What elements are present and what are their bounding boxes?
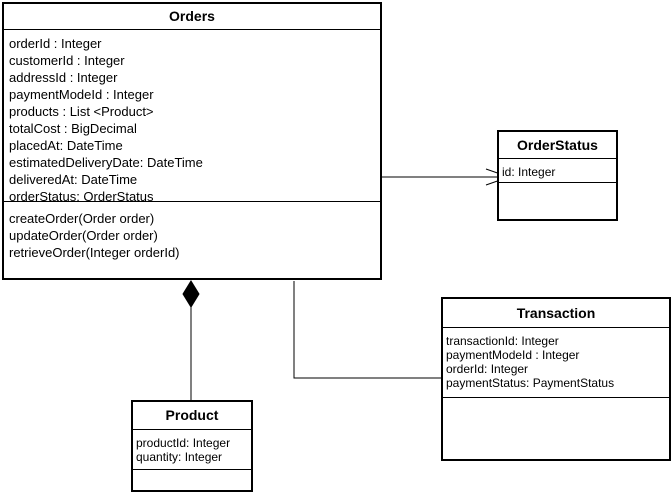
product-class-box[interactable]: Product productId: Integer quantity: Int… <box>131 400 253 492</box>
orders-attribute: customerId : Integer <box>9 53 125 68</box>
orders-operation: createOrder(Order order) <box>9 211 155 226</box>
orders-attribute: orderStatus: OrderStatus <box>9 189 154 204</box>
orders-class-box[interactable]: Orders orderId : Integer customerId : In… <box>2 2 382 280</box>
orderstatus-class-box[interactable]: OrderStatus id: Integer <box>497 130 618 221</box>
product-attributes: productId: Integer quantity: Integer <box>133 430 251 470</box>
transaction-class-box[interactable]: Transaction transactionId: Integer payme… <box>441 297 671 461</box>
orders-operation: retrieveOrder(Integer orderId) <box>9 245 180 260</box>
orders-attribute: placedAt: DateTime <box>9 138 123 153</box>
orders-attribute: estimatedDeliveryDate: DateTime <box>9 155 203 170</box>
composition-diamond-icon <box>182 280 200 308</box>
orders-attribute: orderId : Integer <box>9 36 102 51</box>
orders-attribute: products : List <Product> <box>9 104 154 119</box>
orders-operations: createOrder(Order order) updateOrder(Ord… <box>4 202 380 261</box>
orderstatus-class-name: OrderStatus <box>499 132 616 159</box>
orderstatus-attribute: id: Integer <box>502 165 556 179</box>
transaction-class-name: Transaction <box>443 299 669 328</box>
orders-attribute: deliveredAt: DateTime <box>9 172 138 187</box>
orders-class-name: Orders <box>4 4 380 30</box>
orders-transaction-line <box>293 281 441 379</box>
transaction-attribute: paymentStatus: PaymentStatus <box>446 376 615 390</box>
product-class-name: Product <box>133 402 251 430</box>
orders-attribute: addressId : Integer <box>9 70 118 85</box>
orders-operation: updateOrder(Order order) <box>9 228 158 243</box>
orders-attributes: orderId : Integer customerId : Integer a… <box>4 30 380 204</box>
transaction-attribute: transactionId: Integer <box>446 334 559 348</box>
transaction-attributes: transactionId: Integer paymentModeId : I… <box>443 328 669 398</box>
orderstatus-attributes: id: Integer <box>499 159 616 183</box>
product-attribute: quantity: Integer <box>136 450 223 464</box>
transaction-attribute: orderId: Integer <box>446 362 529 376</box>
orders-attribute: paymentModeId : Integer <box>9 87 154 102</box>
product-attribute: productId: Integer <box>136 436 231 450</box>
transaction-attribute: paymentModeId : Integer <box>446 348 580 362</box>
orders-attribute: totalCost : BigDecimal <box>9 121 137 136</box>
